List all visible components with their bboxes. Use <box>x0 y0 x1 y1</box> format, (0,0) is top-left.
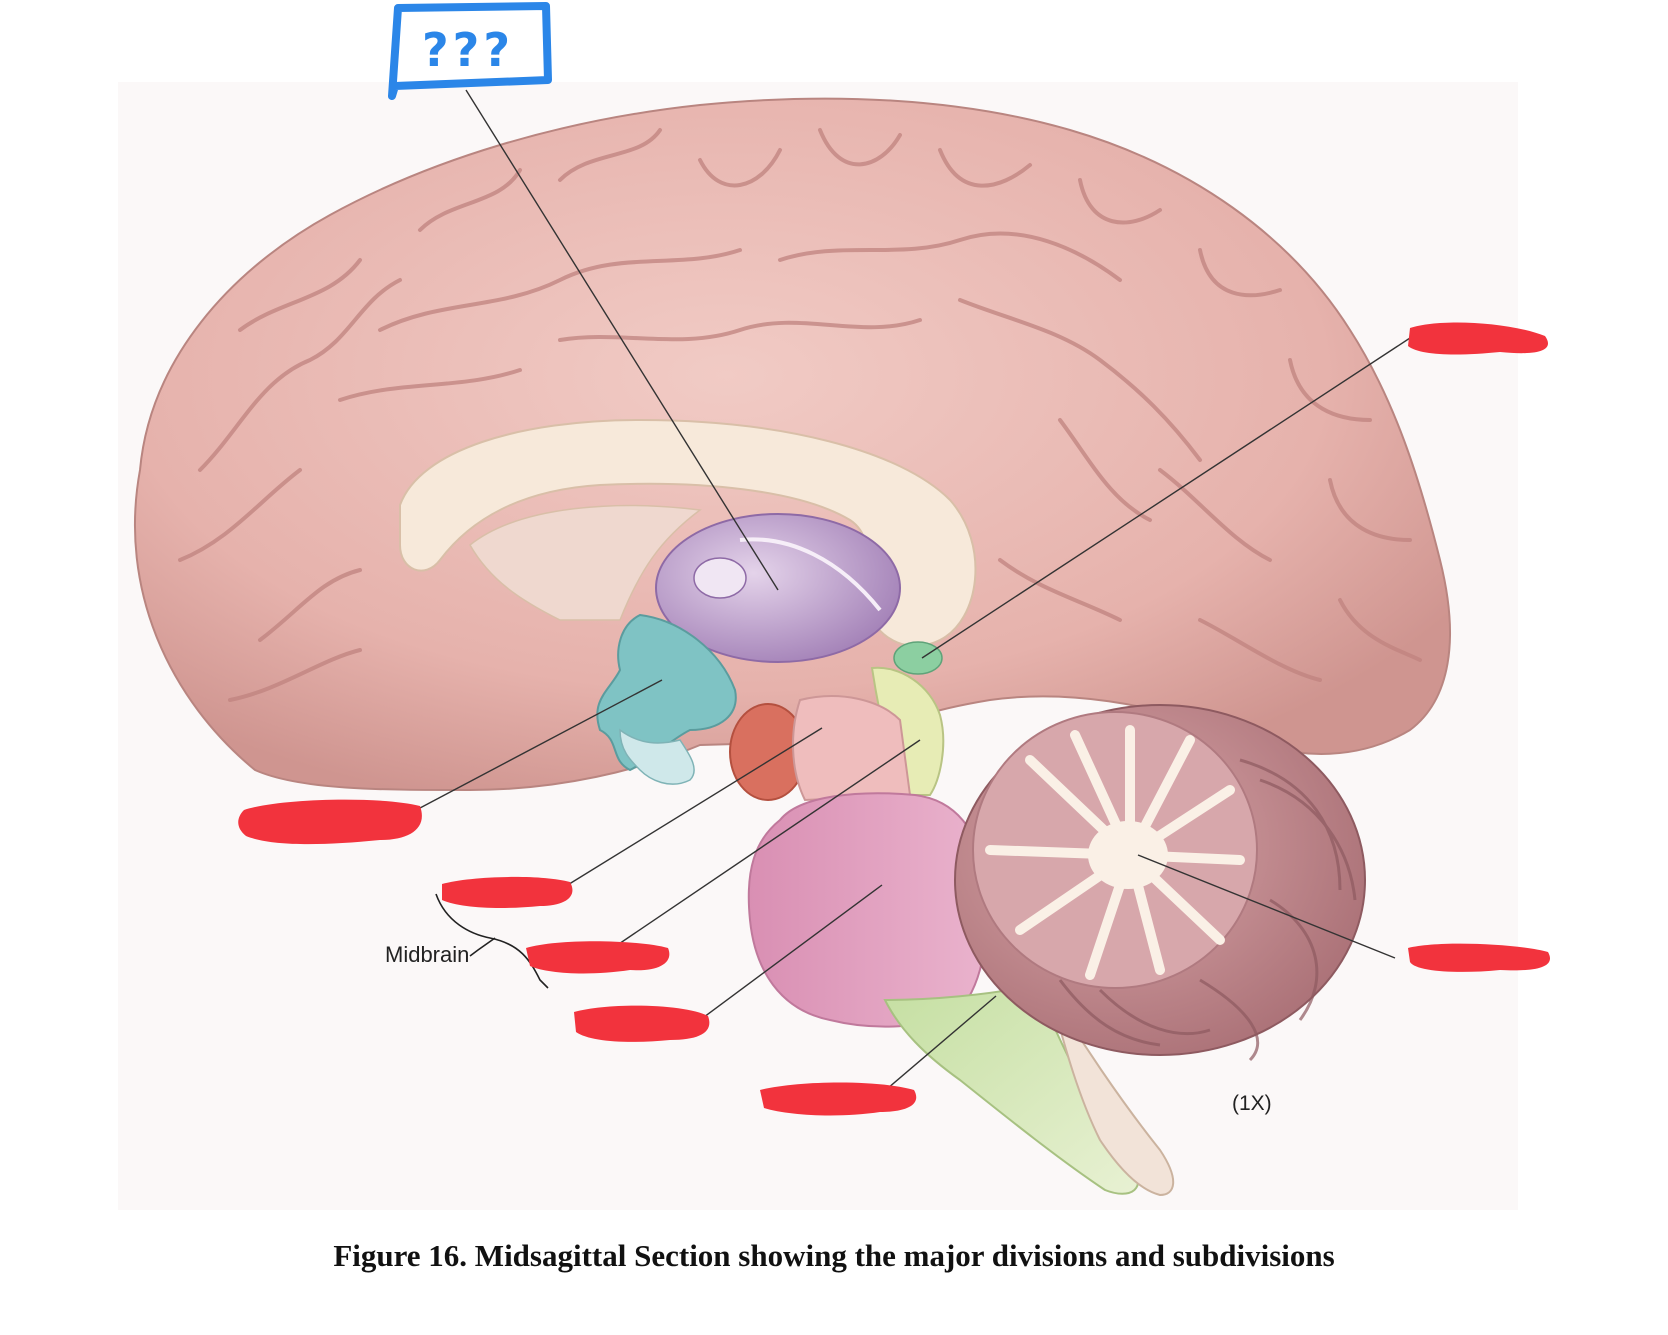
pons <box>747 792 988 1028</box>
leader-midbrain <box>565 727 823 887</box>
redaction-midbrain-2[interactable] <box>526 941 670 974</box>
septum <box>469 504 702 621</box>
label-midbrain: Midbrain <box>385 942 469 967</box>
leader-pons <box>699 884 883 1021</box>
redaction-midbrain-1[interactable] <box>442 876 573 908</box>
redaction-left-hypothalamus[interactable] <box>238 799 422 845</box>
redaction-pons[interactable] <box>574 1005 710 1042</box>
leader-tectum <box>609 739 921 951</box>
redaction-medulla[interactable] <box>760 1082 917 1116</box>
midbrain-brace <box>435 893 549 989</box>
leader-pineal <box>921 337 1411 659</box>
midbrain-brace-tip <box>469 937 496 957</box>
callout-box[interactable] <box>388 2 552 100</box>
interthalamic-adhesion <box>693 557 747 599</box>
gyri-folds <box>178 128 1422 702</box>
redaction-right-cerebellum[interactable] <box>1408 943 1550 972</box>
leader-lines <box>419 89 1411 1089</box>
white-matter-core <box>1088 821 1168 889</box>
cerebellar-folia <box>1058 758 1357 1062</box>
figure-caption: Figure 16. Midsagittal Section showing t… <box>333 1238 1335 1273</box>
leader-medulla <box>887 995 997 1089</box>
pineal-gland <box>893 641 943 675</box>
leader-thalamus <box>465 89 779 591</box>
redaction-top-right[interactable] <box>1408 322 1548 355</box>
leader-cerebellum <box>1137 854 1396 959</box>
scale-note: (1X) <box>1232 1092 1272 1115</box>
hypothalamus <box>596 613 737 772</box>
redaction-marks <box>238 322 1550 1116</box>
pituitary-region <box>619 728 695 785</box>
stria-medullaris <box>739 537 882 612</box>
thalamus <box>655 513 901 663</box>
leader-hypothalamus <box>419 679 663 809</box>
corpus-callosum <box>399 418 977 647</box>
callout-question-marks: ??? <box>422 23 514 77</box>
